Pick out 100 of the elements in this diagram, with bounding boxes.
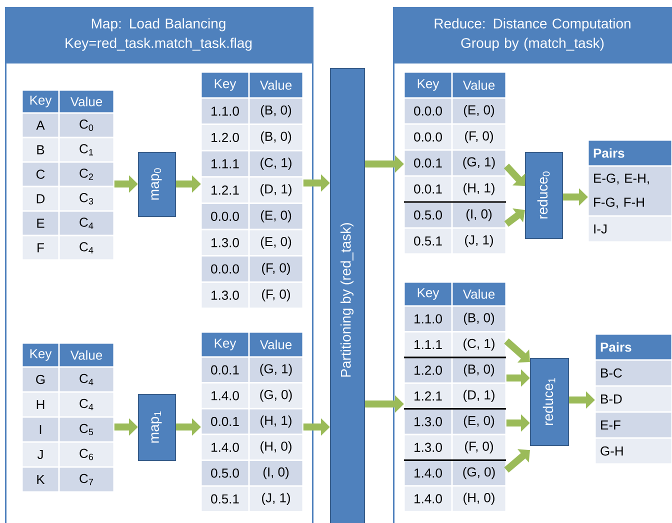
table-cell: F: [22, 236, 58, 260]
arrow: [504, 208, 525, 227]
header-cell: Key: [404, 282, 452, 306]
table-cell: C$_{4}$: [60, 368, 114, 392]
arrow: [504, 449, 530, 473]
table-cell: (H, 1): [452, 176, 506, 202]
header-cell: Pairs: [596, 334, 672, 360]
table-cell: (B, 0): [452, 306, 506, 331]
table-cell: (F, 0): [452, 124, 506, 150]
table-cell: 1.3.0: [404, 435, 452, 460]
table-cell: (C, 1): [250, 151, 302, 176]
panel-header: Reduce: Distance Computation Group by (match_task): [393, 7, 672, 64]
table-cell: (E, 0): [452, 410, 506, 434]
table-cell: C: [22, 162, 58, 186]
table-cell: 1.2.1: [404, 384, 452, 408]
table-cell: (G, 1): [250, 358, 302, 382]
table-cell: 0.5.0: [202, 460, 248, 486]
header-cell: Value: [452, 72, 506, 98]
header-cell: Key: [202, 332, 248, 356]
table-cell: (E, 0): [250, 230, 302, 256]
table-cell: H: [22, 392, 58, 416]
table-cell: B-C: [596, 360, 672, 386]
header-cell: Value: [250, 72, 302, 98]
arrow: [504, 164, 526, 186]
table-cell: 0.0.0: [404, 98, 452, 124]
header-cell: Value: [452, 282, 506, 306]
process-box: map$_{1}$: [138, 394, 176, 461]
table-cell: 1.3.0: [202, 282, 248, 308]
table-cell: 1.4.0: [404, 460, 452, 486]
header-cell: Value: [250, 332, 302, 356]
table-cell: (I, 0): [250, 460, 302, 486]
table-cell: I-J: [588, 216, 672, 242]
table-cell: B: [22, 138, 58, 162]
table-cell: (B, 0): [452, 358, 506, 382]
process-box: reduce$_{0}$: [525, 152, 563, 239]
table-cell: (C, 1): [452, 332, 506, 357]
table-cell: 0.0.1: [202, 409, 248, 434]
table-cell: 1.1.1: [202, 151, 248, 176]
table-cell: (G, 1): [452, 150, 506, 176]
table-cell: 0.0.1: [404, 176, 452, 202]
table-cell: (H, 0): [250, 435, 302, 460]
table-cell: C$_{4}$: [60, 392, 114, 416]
table-cell: J: [22, 442, 58, 466]
table-cell: C$_{0}$: [60, 114, 114, 137]
table-cell: 1.4.0: [202, 435, 248, 460]
table-cell: C$_{7}$: [60, 468, 114, 492]
table-cell: G: [22, 368, 58, 392]
header-cell: Value: [60, 90, 114, 112]
table-cell: 0.0.1: [404, 150, 452, 176]
table-cell: 1.1.0: [202, 98, 248, 124]
process-box: reduce$_{1}$: [530, 358, 569, 446]
table-cell: (F, 0): [250, 282, 302, 308]
table-cell: 0.0.1: [202, 358, 248, 382]
table-cell: (J, 1): [250, 486, 302, 512]
table-cell: C$_{3}$: [60, 187, 114, 210]
table-cell: 1.2.0: [202, 125, 248, 150]
header-cell: Key: [22, 344, 58, 366]
process-box: map$_{0}$: [138, 152, 176, 217]
table-cell: C$_{5}$: [60, 418, 114, 442]
table-cell: C$_{6}$: [60, 442, 114, 466]
table-cell: 1.3.0: [404, 410, 452, 434]
table-cell: 1.4.0: [404, 486, 452, 511]
header-cell: Value: [60, 344, 114, 366]
table-cell: (D, 1): [452, 384, 506, 408]
table-cell: (B, 0): [250, 98, 302, 124]
table-cell: (G, 0): [452, 460, 506, 486]
table-cell: 1.4.0: [202, 384, 248, 408]
table-cell: (I, 0): [452, 202, 506, 228]
table-cell: G-H: [596, 438, 672, 464]
table-cell: (J, 1): [452, 228, 506, 254]
table-cell: C$_{1}$: [60, 138, 114, 162]
table-cell: E: [22, 212, 58, 235]
table-cell: C$_{4}$: [60, 212, 114, 235]
table-cell: E-F: [596, 412, 672, 438]
table-cell: 0.0.0: [404, 124, 452, 150]
table-cell: (E, 0): [250, 204, 302, 229]
table-cell: (H, 1): [250, 409, 302, 434]
table-cell: 0.5.1: [202, 486, 248, 512]
table-cell: E-G, E-H, F-G, F-H: [588, 166, 672, 216]
header-cell: Pairs: [588, 140, 672, 166]
table-cell: C$_{2}$: [60, 162, 114, 186]
table-cell: 0.5.0: [404, 202, 452, 228]
header-cell: Key: [202, 72, 248, 98]
table-cell: 0.0.0: [202, 204, 248, 229]
table-cell: I: [22, 418, 58, 442]
header-cell: Key: [404, 72, 452, 98]
table-cell: 0.5.1: [404, 228, 452, 254]
table-cell: 1.1.0: [404, 306, 452, 331]
table-cell: B-D: [596, 386, 672, 412]
table-cell: (H, 0): [452, 486, 506, 511]
table-cell: A: [22, 114, 58, 137]
table-cell: 1.2.0: [404, 358, 452, 382]
table-cell: (B, 0): [250, 125, 302, 150]
table-cell: (F, 0): [452, 435, 506, 460]
table-cell: D: [22, 187, 58, 210]
table-cell: C$_{4}$: [60, 236, 114, 260]
partition-bar: Partitioning by (red_task): [330, 68, 365, 523]
table-cell: (G, 0): [250, 384, 302, 408]
table-cell: 1.2.1: [202, 178, 248, 202]
table-cell: (D, 1): [250, 178, 302, 202]
